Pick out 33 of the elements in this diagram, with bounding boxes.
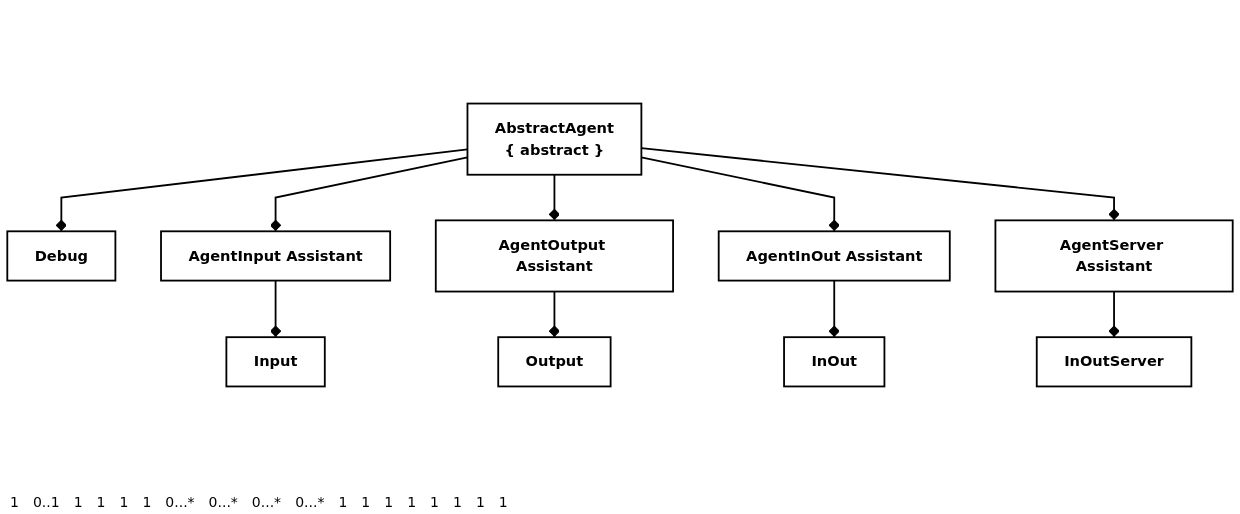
- multiplicity-label: 0..1: [32, 494, 60, 510]
- multiplicity-label: 1: [453, 494, 462, 510]
- multiplicity-label: 1: [119, 494, 129, 510]
- node-box: Input: [225, 336, 326, 388]
- node-box: AbstractAgent { abstract }: [466, 102, 643, 176]
- node-box: Output: [497, 336, 612, 388]
- node-box: InOutServer: [1035, 336, 1193, 388]
- node-box: AgentInput Assistant: [160, 230, 392, 282]
- node-box: InOut: [783, 336, 886, 388]
- node-box: AgentServer Assistant: [994, 219, 1234, 293]
- multiplicity-label: 0...*: [251, 494, 282, 510]
- multiplicity-label: 1: [498, 494, 508, 510]
- node-box: Debug: [6, 230, 117, 282]
- connector: [548, 173, 560, 222]
- node-box: AgentOutput Assistant: [434, 219, 674, 293]
- multiplicity-label: 1: [73, 494, 83, 510]
- multiplicity-label: 0...*: [165, 494, 195, 510]
- multiplicity-label: 1: [96, 494, 106, 510]
- multiplicity-label: 1: [407, 494, 417, 510]
- multiplicity-label: 1: [10, 494, 19, 510]
- multiplicity-label: 0...*: [295, 494, 325, 510]
- multiplicity-label: 1: [430, 494, 439, 510]
- node-box: AgentInOut Assistant: [717, 230, 951, 282]
- multiplicity-label: 1: [142, 494, 152, 510]
- multiplicity-label: 1: [384, 494, 394, 510]
- multiplicity-label: 1: [361, 494, 371, 510]
- multiplicity-label: 1: [475, 494, 485, 510]
- connector: [270, 279, 282, 339]
- connector: [828, 279, 840, 339]
- connector: [548, 290, 560, 339]
- multiplicity-label: 0...*: [208, 494, 238, 510]
- multiplicity-label: 1: [338, 494, 348, 510]
- connector: [1108, 290, 1120, 339]
